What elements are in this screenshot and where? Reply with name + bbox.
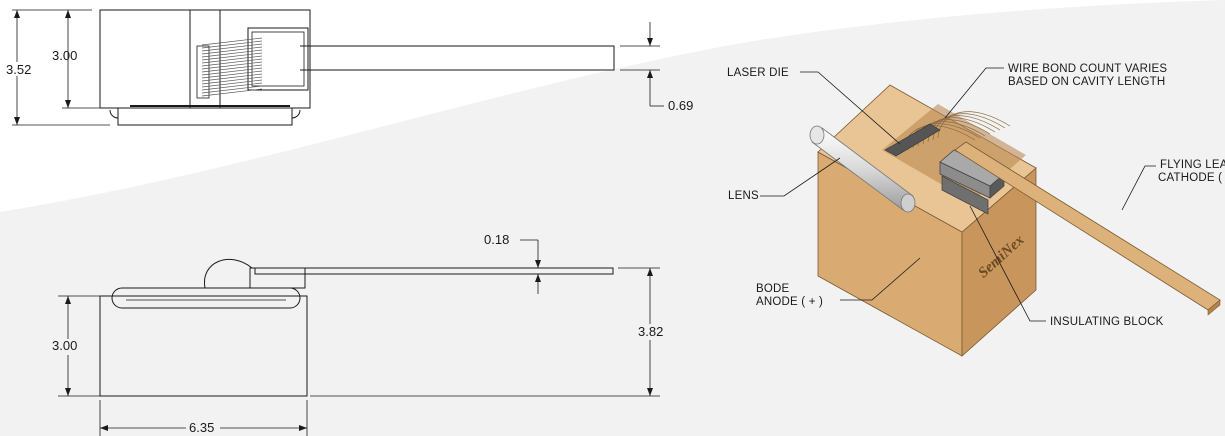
callout-flying-lead-line2: CATHODE ( - )	[1158, 172, 1225, 184]
dim-3-00-side: 3.00	[52, 338, 77, 353]
dim-3-82: 3.82	[638, 324, 663, 339]
callout-laser-die: LASER DIE	[727, 67, 789, 79]
side-view: 0.18 3.82 3.00 6.35	[50, 232, 664, 436]
dim-0-18: 0.18	[484, 232, 509, 247]
dim-3-52: 3.52	[6, 62, 31, 77]
callout-lens: LENS	[728, 190, 759, 202]
callout-insulating-block: INSULATING BLOCK	[1050, 316, 1164, 328]
callout-wire-bond-line1: WIRE BOND COUNT VARIES	[1008, 63, 1167, 75]
top-view-body	[99, 9, 311, 109]
top-view-flying-lead	[300, 45, 615, 71]
callout-wire-bond-line2: BASED ON CAVITY LENGTH	[1008, 76, 1165, 88]
side-view-flying-lead	[254, 267, 614, 275]
top-view: 3.52 3.00 0.69	[6, 9, 693, 126]
isometric-view: SemiNex	[809, 84, 1221, 357]
wire-bond-hatch	[201, 37, 263, 97]
laser-die	[884, 123, 941, 157]
dim-3-00-top: 3.00	[52, 48, 77, 63]
callout-flying-lead-line1: FLYING LEAD	[1160, 159, 1225, 171]
callouts: LASER DIE WIRE BOND COUNT VARIES BASED O…	[727, 63, 1225, 328]
side-view-body	[99, 295, 308, 397]
callout-bode-line1: BODE	[756, 283, 790, 295]
dim-6-35: 6.35	[189, 420, 214, 435]
callout-bode-line2: ANODE ( + )	[756, 296, 823, 308]
dim-0-69: 0.69	[668, 98, 693, 113]
